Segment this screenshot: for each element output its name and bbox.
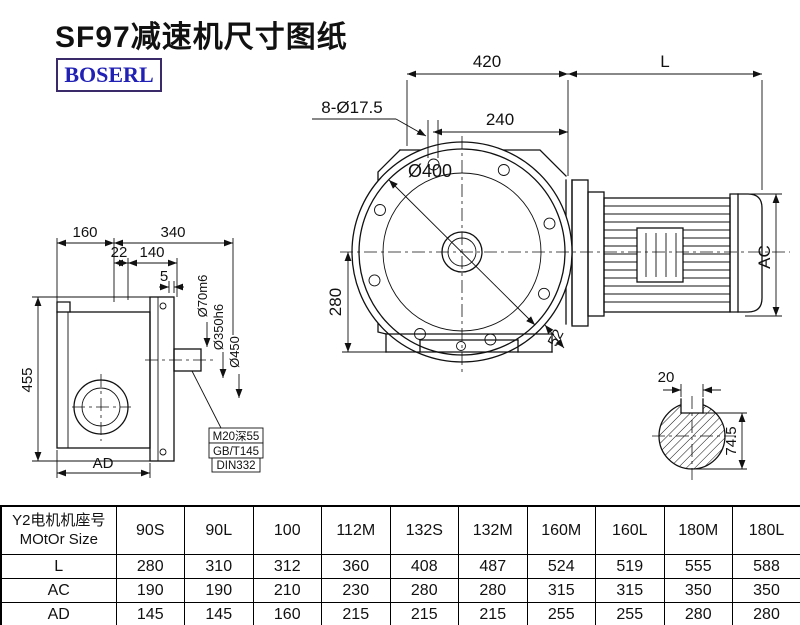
dim-340: 340 (160, 224, 185, 241)
note-m20: M20深55 (213, 429, 260, 443)
motor-size-header-cell: 180M (663, 505, 733, 555)
value-cell: 280 (732, 602, 800, 625)
dim-280: 280 (326, 288, 345, 316)
value-cell: 190 (115, 578, 185, 603)
value-cell: 524 (526, 554, 596, 579)
brand-logo: BOSERL (56, 58, 162, 92)
value-cell: 215 (389, 602, 459, 625)
dim-420: 420 (473, 52, 501, 71)
dim-AD: AD (93, 455, 114, 472)
fan-cowl (729, 193, 763, 313)
motor-size-table: Y2电机机座号 MOtOr Size 90S 90L 100 112M 132S… (0, 505, 800, 625)
value-cell: 145 (115, 602, 185, 625)
value-cell: 350 (732, 578, 800, 603)
thread-notes: M20深55 GB/T145 DIN332 (208, 427, 264, 473)
dim-74-5: 74.5 (723, 426, 740, 455)
value-cell: 588 (732, 554, 800, 579)
motor-size-title-cell: Y2电机机座号 MOtOr Size (0, 505, 117, 555)
value-cell: 255 (595, 602, 665, 625)
value-cell: 408 (389, 554, 459, 579)
value-cell: 215 (458, 602, 528, 625)
dim-flange-dia: Ø450 (227, 336, 242, 368)
motor-size-header-cell: 180L (732, 505, 800, 555)
dim-5: 5 (160, 268, 168, 285)
value-cell: 280 (115, 554, 185, 579)
row-label-cell: L (0, 554, 117, 579)
front-view-base (385, 333, 553, 353)
dim-AC: AC (755, 245, 774, 269)
dim-20: 20 (658, 369, 675, 386)
value-cell: 190 (184, 578, 254, 603)
value-cell: 160 (252, 602, 322, 625)
value-cell: 487 (458, 554, 528, 579)
note-din: DIN332 (217, 460, 256, 472)
motor-size-header-cell: 160M (526, 505, 596, 555)
side-view: M20深55 GB/T145 DIN332 (56, 296, 264, 473)
row-label-cell: AD (0, 602, 117, 625)
motor (571, 179, 763, 327)
dim-455: 455 (19, 367, 36, 392)
drawing-title: SF97减速机尺寸图纸 (55, 21, 348, 54)
motor-size-header-cell: 100 (252, 505, 322, 555)
motor-size-header-cell: 90S (115, 505, 185, 555)
table-row-L: L 280 310 312 360 408 487 524 519 555 58… (0, 554, 800, 579)
dim-spigot-dia: Ø350h6 (211, 304, 226, 350)
mounting-flange (149, 296, 175, 462)
value-cell: 555 (663, 554, 733, 579)
shaft-section-detail (658, 398, 726, 470)
row-label-cell: AC (0, 578, 117, 603)
dim-140: 140 (139, 244, 164, 261)
value-cell: 230 (321, 578, 391, 603)
value-cell: 255 (526, 602, 596, 625)
dim-holes: 8-Ø17.5 (321, 98, 382, 117)
note-gb: GB/T145 (213, 446, 259, 458)
value-cell: 145 (184, 602, 254, 625)
value-cell: 315 (595, 578, 665, 603)
dim-52: 52 (545, 327, 568, 350)
base-hole (456, 341, 466, 351)
dimensions: 420 L 8-Ø17.5 240 Ø400 280 52 (19, 52, 782, 478)
value-cell: 280 (663, 602, 733, 625)
table-row-AC: AC 190 190 210 230 280 280 315 315 350 3… (0, 578, 800, 603)
value-cell: 315 (526, 578, 596, 603)
dim-400: Ø400 (408, 161, 452, 181)
motor-size-header-cell: 132M (458, 505, 528, 555)
dim-L: L (660, 52, 669, 71)
motor-size-header-cell: 160L (595, 505, 665, 555)
table-header-row: Y2电机机座号 MOtOr Size 90S 90L 100 112M 132S… (0, 505, 800, 555)
motor-size-title-en: MOtOr Size (19, 530, 98, 548)
dim-shaft-dia: Ø70m6 (195, 275, 210, 318)
table-row-AD: AD 145 145 160 215 215 215 255 255 280 2… (0, 602, 800, 625)
motor-size-header-cell: 90L (184, 505, 254, 555)
value-cell: 350 (663, 578, 733, 603)
value-cell: 519 (595, 554, 665, 579)
motor-size-header-cell: 132S (389, 505, 459, 555)
value-cell: 215 (321, 602, 391, 625)
motor-size-title-cn: Y2电机机座号 (12, 511, 106, 529)
motor-frame-block (636, 227, 684, 283)
dim-160: 160 (72, 224, 97, 241)
dim-22: 22 (111, 244, 128, 261)
value-cell: 280 (458, 578, 528, 603)
technical-drawing: M20深55 GB/T145 DIN332 (19, 52, 790, 480)
value-cell: 312 (252, 554, 322, 579)
value-cell: 210 (252, 578, 322, 603)
dim-240: 240 (486, 110, 514, 129)
value-cell: 280 (389, 578, 459, 603)
value-cell: 310 (184, 554, 254, 579)
value-cell: 360 (321, 554, 391, 579)
motor-size-header-cell: 112M (321, 505, 391, 555)
